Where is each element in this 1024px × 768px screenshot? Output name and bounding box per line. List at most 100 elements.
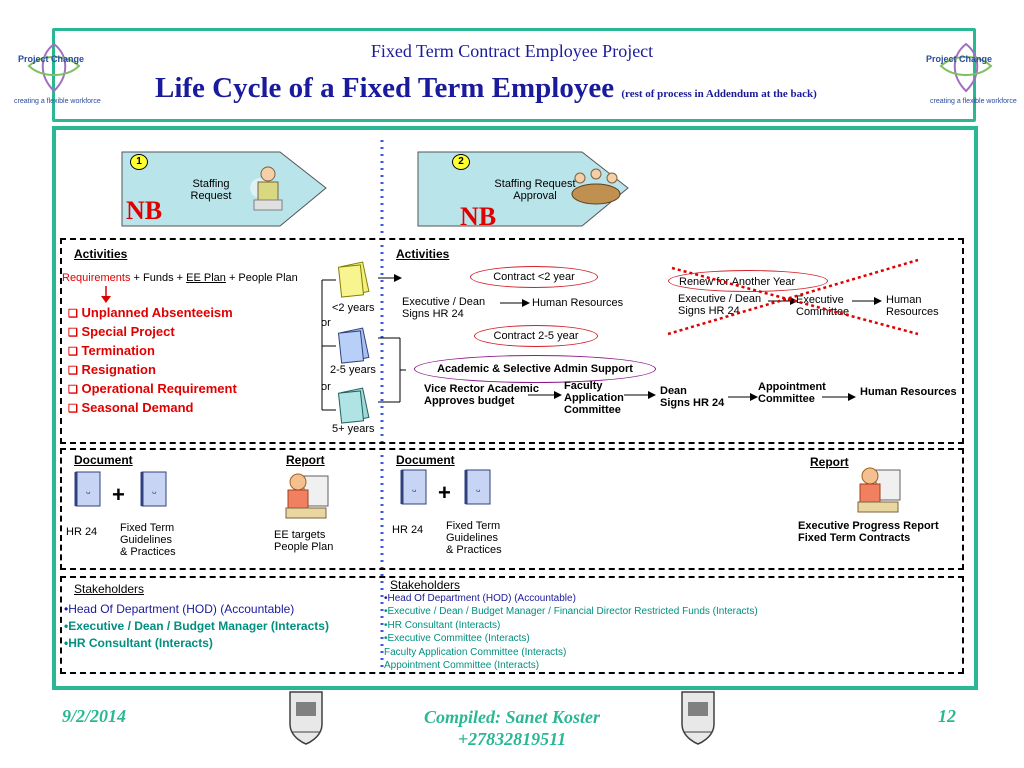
compiled-phone: +27832819511 bbox=[457, 729, 567, 749]
stakeholder-item: •Executive Committee (Interacts) bbox=[384, 633, 530, 645]
arrow-right-icon bbox=[624, 391, 656, 399]
reason-text: Termination bbox=[81, 343, 155, 358]
hr-line1: Human bbox=[886, 294, 922, 306]
university-crest-icon bbox=[289, 691, 323, 745]
stakeholder-item: •HR Consultant (Interacts) bbox=[64, 636, 213, 650]
renew-oval: Renew for Another Year bbox=[668, 270, 828, 292]
right-doc-hr24: HR 24 bbox=[392, 524, 424, 536]
left-doc-guidelines: Fixed Term Guidelines & Practices bbox=[120, 522, 176, 558]
logo-icon bbox=[27, 42, 81, 93]
plus-sign: + bbox=[112, 482, 125, 507]
appointment-line1: Appointment bbox=[758, 381, 826, 393]
arrow-right-icon bbox=[500, 299, 530, 307]
executive-committee: Executive Committee bbox=[796, 294, 849, 318]
footer-compiled: Compiled: Sanet Koster +27832819511 bbox=[380, 706, 644, 750]
footer-page-number: 12 bbox=[938, 706, 956, 726]
faculty-line1: Faculty bbox=[564, 380, 603, 392]
svg-text:ᴗ: ᴗ bbox=[152, 487, 157, 496]
reason-item: ❑ Seasonal Demand bbox=[68, 400, 194, 415]
report-line2: People Plan bbox=[274, 541, 334, 553]
report-line1: Executive Progress Report bbox=[798, 520, 939, 532]
duration-branches bbox=[321, 274, 406, 411]
document-box bbox=[60, 448, 964, 570]
left-report-heading: Report bbox=[286, 453, 325, 467]
reason-item: ❑ Special Project bbox=[68, 324, 175, 339]
vice-rector: Vice Rector Academic Approves budget bbox=[424, 383, 539, 407]
svg-text:ᴗ: ᴗ bbox=[476, 485, 481, 494]
arrow-right-icon bbox=[728, 393, 758, 401]
reason-text: Seasonal Demand bbox=[81, 400, 194, 415]
vice-rector-line1: Vice Rector Academic bbox=[424, 383, 539, 395]
faculty-committee: Faculty Application Committee bbox=[564, 380, 624, 416]
requirements-funds: + Funds + bbox=[130, 272, 187, 284]
page-title: Life Cycle of a Fixed Term Employee (res… bbox=[155, 72, 817, 105]
dean-line2: Signs HR 24 bbox=[660, 397, 725, 409]
requirements-people-plan: + People Plan bbox=[225, 272, 298, 284]
exec-committee-line2: Committee bbox=[796, 306, 850, 318]
step-2-label-line1: Staffing Request bbox=[494, 178, 576, 190]
human-resources-1: Human Resources bbox=[532, 297, 624, 309]
exec-committee-line1: Executive bbox=[796, 294, 844, 306]
step-1-nb-flag: NB bbox=[126, 196, 163, 225]
report-person-icon bbox=[285, 473, 329, 519]
doc-line3: & Practices bbox=[446, 544, 502, 556]
right-stakeholders-list: •Head Of Department (HOD) (Accountable) … bbox=[384, 592, 758, 672]
exec-dean-line1: Executive / Dean bbox=[402, 296, 486, 308]
appointment-committee: Appointment Committee bbox=[758, 381, 826, 405]
reason-item: ❑ Unplanned Absenteeism bbox=[68, 305, 233, 320]
reason-text: Special Project bbox=[81, 324, 175, 339]
duration-5-plus: 5+ years bbox=[332, 423, 375, 435]
title-text: Life Cycle of a Fixed Term Employee bbox=[155, 72, 615, 104]
stakeholder-item: •HR Consultant (Interacts) bbox=[384, 619, 501, 631]
title-note: (rest of process in Addendum at the back… bbox=[621, 88, 817, 100]
logo-tagline: creating a flexible workforce bbox=[930, 98, 1017, 105]
arrow-right-icon bbox=[528, 391, 562, 399]
report-line2: Fixed Term Contracts bbox=[798, 532, 911, 544]
compiled-by: Compiled: Sanet Koster bbox=[423, 707, 600, 727]
reason-text: Resignation bbox=[81, 362, 156, 377]
svg-text:ᴗ: ᴗ bbox=[86, 487, 91, 496]
renew-exec-dean: Executive / Dean Signs HR 24 bbox=[678, 293, 761, 317]
appointment-line2: Committee bbox=[758, 393, 815, 405]
stakeholder-item: Appointment Committee (Interacts) bbox=[384, 660, 540, 672]
renew-exec-line1: Executive / Dean bbox=[678, 293, 762, 305]
cross-out-mark bbox=[667, 258, 919, 336]
or-label: or bbox=[321, 381, 331, 393]
step-1-label: Staffing Request bbox=[186, 178, 236, 202]
right-activities-heading: Activities bbox=[396, 247, 450, 261]
requirements-ee-plan: EE Plan bbox=[186, 272, 226, 284]
doc-line2: Guidelines bbox=[446, 532, 498, 544]
reason-item: ❑ Operational Requirement bbox=[68, 381, 237, 396]
step-1-label-line2: Request bbox=[190, 190, 232, 202]
left-doc-hr24: HR 24 bbox=[66, 526, 98, 538]
step-2-label-line2: Approval bbox=[513, 190, 557, 202]
university-crest-icon bbox=[681, 691, 715, 745]
project-change-logo-left: Project Change creating a flexible workf… bbox=[14, 36, 101, 106]
step-2-number: 2 bbox=[452, 154, 470, 170]
teal-document-stack-icon bbox=[337, 387, 370, 424]
guidelines-document-icon: ᴗ bbox=[464, 469, 491, 505]
stakeholders-box bbox=[60, 576, 964, 674]
hr-line2: Resources bbox=[886, 306, 939, 318]
requirements-line: Requirements + Funds + EE Plan + People … bbox=[62, 272, 298, 284]
page-subtitle: Fixed Term Contract Employee Project bbox=[370, 41, 654, 61]
exec-dean-line2: Signs HR 24 bbox=[402, 308, 464, 320]
report-person-icon bbox=[857, 467, 901, 513]
step-2-nb-flag: NB bbox=[460, 202, 497, 231]
contract-2-5-oval: Contract 2-5 year bbox=[474, 325, 598, 347]
reason-item: ❑ Resignation bbox=[68, 362, 156, 377]
human-resources-renew: Human Resources bbox=[886, 294, 939, 318]
reason-text: Unplanned Absenteeism bbox=[81, 305, 233, 320]
duration-under-2: <2 years bbox=[332, 302, 375, 314]
reason-list: ❑ Unplanned Absenteeism ❑ Special Projec… bbox=[68, 304, 237, 418]
activities-box bbox=[60, 238, 964, 444]
step-2-label: Staffing Request Approval bbox=[482, 178, 588, 202]
right-stakeholders-heading: Stakeholders bbox=[390, 578, 461, 592]
right-report-heading: Report bbox=[810, 455, 849, 469]
arrow-right-icon bbox=[852, 297, 882, 305]
doc-line3: & Practices bbox=[120, 546, 176, 558]
step-2-chevron bbox=[417, 151, 629, 227]
left-document-heading: Document bbox=[74, 453, 133, 467]
stakeholder-item: Faculty Application Committee (Interacts… bbox=[384, 646, 567, 658]
renew-exec-line2: Signs HR 24 bbox=[678, 305, 740, 317]
